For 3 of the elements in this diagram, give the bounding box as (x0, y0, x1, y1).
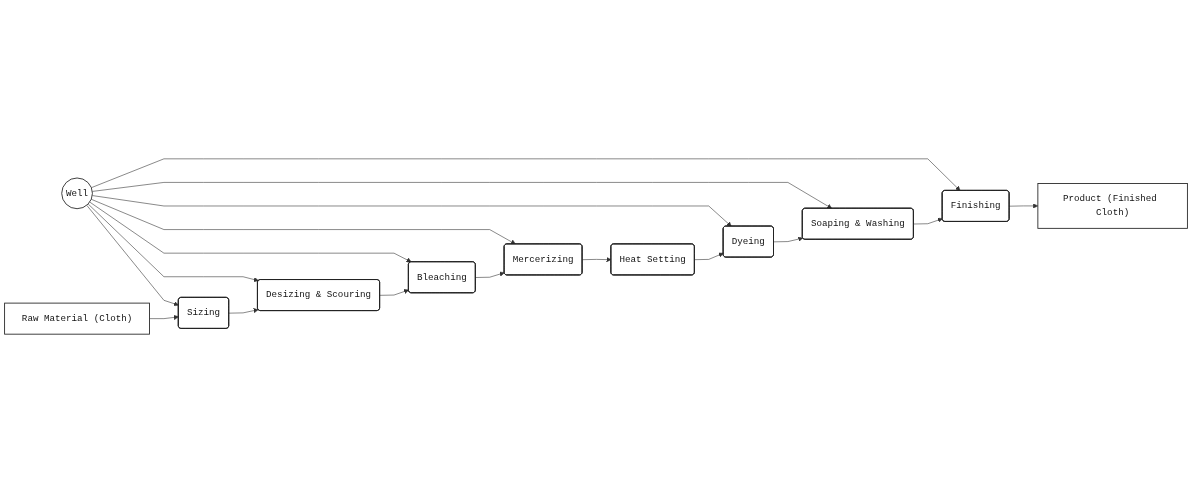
node-circle: Well (61, 177, 93, 210)
node-box: Raw Material (Cloth) (4, 302, 150, 335)
node-box: Product (Finished Cloth) (1037, 183, 1188, 229)
